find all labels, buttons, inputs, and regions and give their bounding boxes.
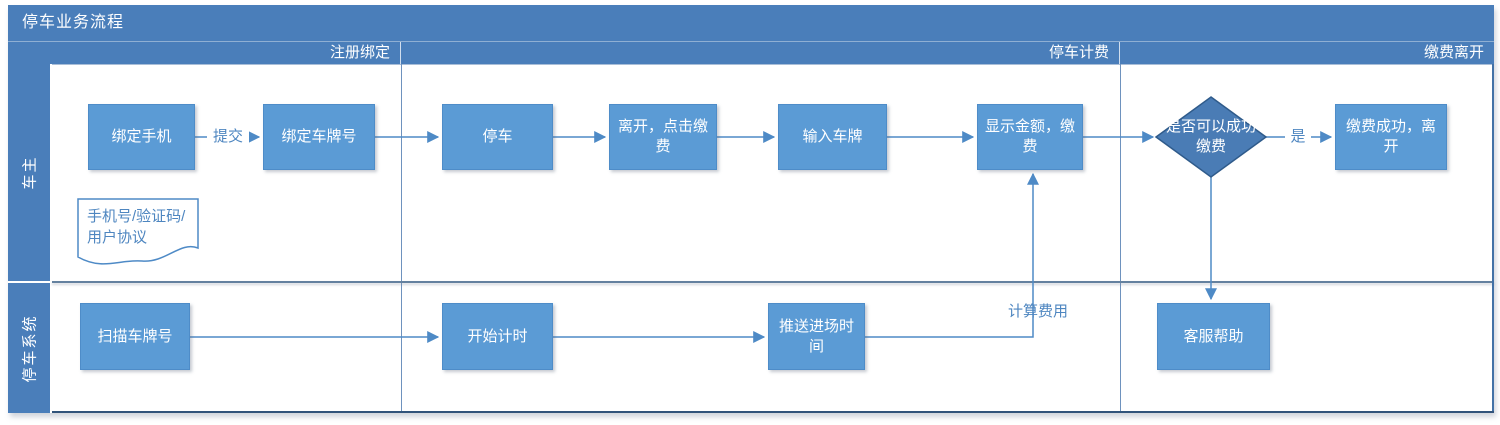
lane-header-owner: 车主 — [8, 64, 50, 281]
lane-divider — [52, 281, 1494, 283]
decision-diamond-shape — [1154, 96, 1268, 178]
node-start-timer: 开始计时 — [442, 303, 553, 370]
node-park: 停车 — [442, 104, 553, 170]
node-push-entry-time: 推送进场时间 — [768, 303, 865, 370]
connector-layer — [77, 96, 1333, 343]
right-border — [1492, 64, 1494, 413]
title-separator — [8, 41, 1494, 42]
phase-divider-2 — [1120, 64, 1121, 413]
diagram-title: 停车业务流程 — [8, 5, 1494, 41]
node-scan-plate: 扫描车牌号 — [80, 303, 190, 370]
node-service-help: 客服帮助 — [1157, 303, 1270, 370]
lane-header-parking-system: 停车系统 — [8, 283, 50, 413]
node-bind-plate: 绑定车牌号 — [263, 104, 375, 170]
bottom-border — [52, 411, 1494, 413]
document-note: 手机号/验证码/用户协议 — [87, 208, 186, 246]
node-bind-phone: 绑定手机 — [88, 104, 195, 170]
connector-pushtime-to-showamount — [865, 172, 1039, 338]
document-shape — [77, 198, 199, 265]
node-leave-click-pay: 离开，点击缴费 — [609, 104, 717, 170]
phase-pay-leave: 缴费离开 — [1423, 44, 1484, 61]
edge-label-calc-fee: 计算费用 — [1007, 303, 1068, 320]
node-pay-success-leave: 缴费成功，离开 — [1335, 104, 1447, 170]
node-show-amount-pay: 显示金额，缴费 — [977, 104, 1083, 170]
phase-parking-billing: 停车计费 — [401, 42, 1120, 64]
phase-register-bind: 注册绑定 — [8, 42, 401, 64]
edge-label-submit: 提交 — [207, 127, 249, 147]
flowchart-canvas: 停车业务流程 注册绑定 停车计费 缴费离开 车主 停车系统 — [8, 5, 1494, 413]
phase-divider-1 — [401, 64, 402, 413]
edge-label-yes: 是 — [1285, 127, 1311, 147]
node-enter-plate: 输入车牌 — [778, 104, 887, 170]
phase-band: 注册绑定 停车计费 缴费离开 — [8, 42, 1494, 64]
node-decision-can-pay: 是否可以成功缴费 — [1165, 118, 1256, 155]
